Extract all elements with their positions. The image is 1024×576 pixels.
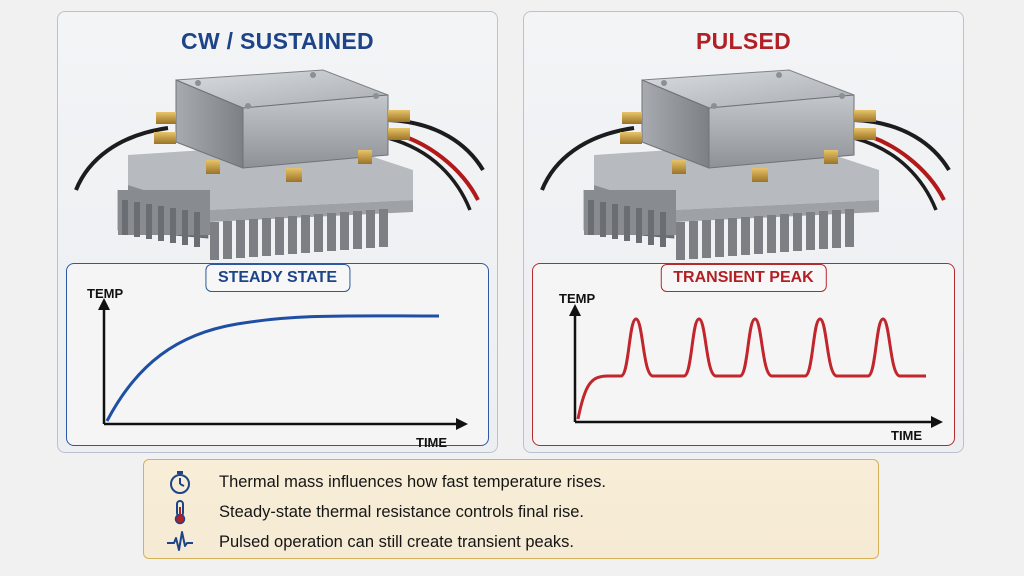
note-text: Thermal mass influences how fast tempera… [219,473,606,491]
cw-y-axis-arrow [98,298,110,310]
amplifier-module-image [540,68,951,262]
pulsed-y-axis-arrow [569,304,581,316]
cw-x-axis-label: TIME [416,435,447,447]
note-text: Pulsed operation can still create transi… [219,533,574,551]
cw-graph-label: STEADY STATE [204,264,351,292]
pulsed-x-axis-label: TIME [891,428,922,443]
pulse-icon [167,531,193,551]
pulsed-y-axis-label: TEMP [559,291,595,306]
cw-panel-title: CW / SUSTAINED [181,28,374,54]
amplifier-module-image [74,68,485,262]
cw-x-axis-arrow [456,418,468,430]
cw-y-axis-label: TEMP [87,286,123,301]
pulsed-graph-label: TRANSIENT PEAK [660,264,827,292]
pulsed-temperature-graph: TEMP TIME TRANSIENT PEAK [532,263,955,446]
note-text: Steady-state thermal resistance controls… [219,503,584,521]
cw-temperature-graph: TEMP TIME STEADY STATE [66,263,489,447]
thermometer-icon [174,500,186,525]
notes-box: Thermal mass influences how fast tempera… [143,459,879,559]
pulsed-transient-curve [576,317,926,420]
cw-steady-state-curve [105,314,440,422]
stopwatch-icon [170,471,190,494]
pulsed-graph-canvas: TEMP TIME [559,291,943,443]
cw-panel: CW / SUSTAINED TEMP TIME STEADY STATE [57,11,498,453]
pulsed-panel: PULSED TEMP TIME TRANSIENT PEAK [523,11,964,453]
pulsed-panel-title: PULSED [695,28,792,54]
pulsed-x-axis-arrow [931,416,943,428]
cw-graph-canvas: TEMP TIME [87,286,468,447]
